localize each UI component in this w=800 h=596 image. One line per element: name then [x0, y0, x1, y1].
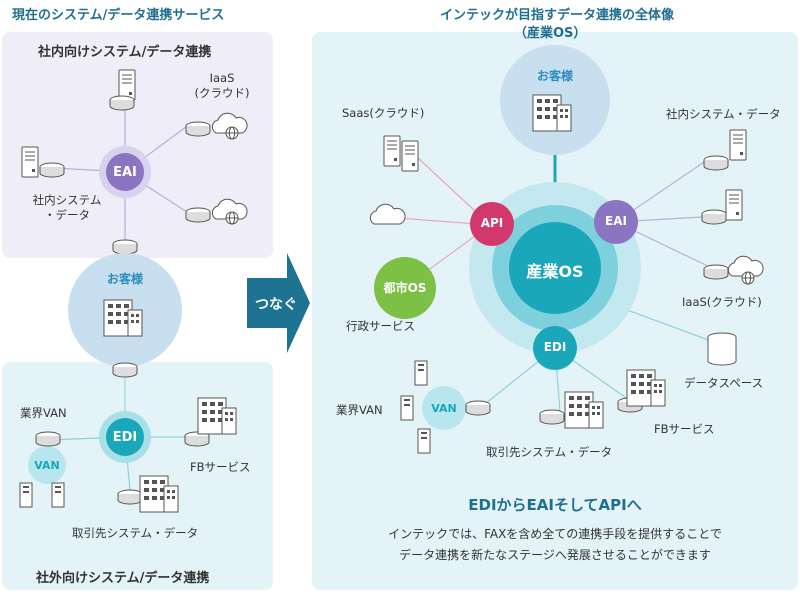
iaas-label-left: IaaS (クラウド)	[194, 71, 250, 100]
right-title: インテックが目指すデータ連携の全体像	[440, 8, 675, 23]
eai-node-right	[594, 200, 638, 244]
edi-node-left	[106, 418, 144, 456]
van-label-right: VAN	[431, 402, 457, 415]
van-circle-right	[422, 386, 466, 430]
right-subtitle: （産業OS）	[514, 26, 587, 41]
internal-title: 社内向けシステム/データ連携	[38, 45, 212, 60]
industry-van-label-left: 業界VAN	[20, 406, 67, 420]
fb-service-label-left: FBサービス	[190, 460, 251, 474]
city-os-label: 都市OS	[383, 281, 427, 295]
van-circle-left	[28, 446, 66, 484]
description-line1: インテックでは、FAXを含め全ての連携手段を提供することで	[388, 527, 722, 541]
internal-sys-label-left: 社内システム ・データ	[32, 193, 102, 222]
api-label: API	[480, 216, 504, 230]
description-line2: データ連携を新たなステージへ発展させることができます	[399, 548, 711, 562]
edi-label-left: EDI	[112, 430, 138, 445]
city-os-node	[374, 257, 436, 319]
edi-node-right	[533, 326, 577, 370]
saas-label: Saas(クラウド)	[342, 106, 425, 120]
customer-label-right: お客様	[536, 69, 573, 83]
eai-label-left: EAI	[113, 165, 137, 180]
core-node	[509, 222, 601, 314]
partner-sys-label-left: 取引先システム・データ	[72, 526, 199, 540]
core-label: 産業OS	[526, 262, 584, 281]
industry-van-label-right: 業界VAN	[336, 403, 383, 417]
database-service-label: データスペース	[684, 376, 764, 390]
connect-arrow-label: つなぐ	[255, 297, 297, 313]
customer-label-left: お客様	[106, 272, 143, 286]
iaas-label-right: IaaS(クラウド)	[682, 295, 762, 309]
internal-sys-label-right: 社内システム・データ	[666, 107, 781, 121]
gov-service-label: 行政サービス	[346, 319, 415, 333]
external-title: 社外向けシステム/データ連携	[36, 571, 210, 586]
connect-arrow	[247, 253, 310, 353]
edi-label-right: EDI	[543, 340, 567, 354]
partner-sys-label-right: 取引先システム・データ	[486, 445, 613, 459]
headline: EDIからEAIそしてAPIへ	[468, 496, 642, 514]
left-title: 現在のシステム/データ連携サービス	[12, 8, 225, 23]
fb-service-label-right: FBサービス	[654, 422, 715, 436]
eai-node-left	[106, 153, 144, 191]
van-label-left: VAN	[34, 459, 60, 472]
api-node	[470, 202, 514, 246]
eai-label-right: EAI	[605, 214, 627, 228]
